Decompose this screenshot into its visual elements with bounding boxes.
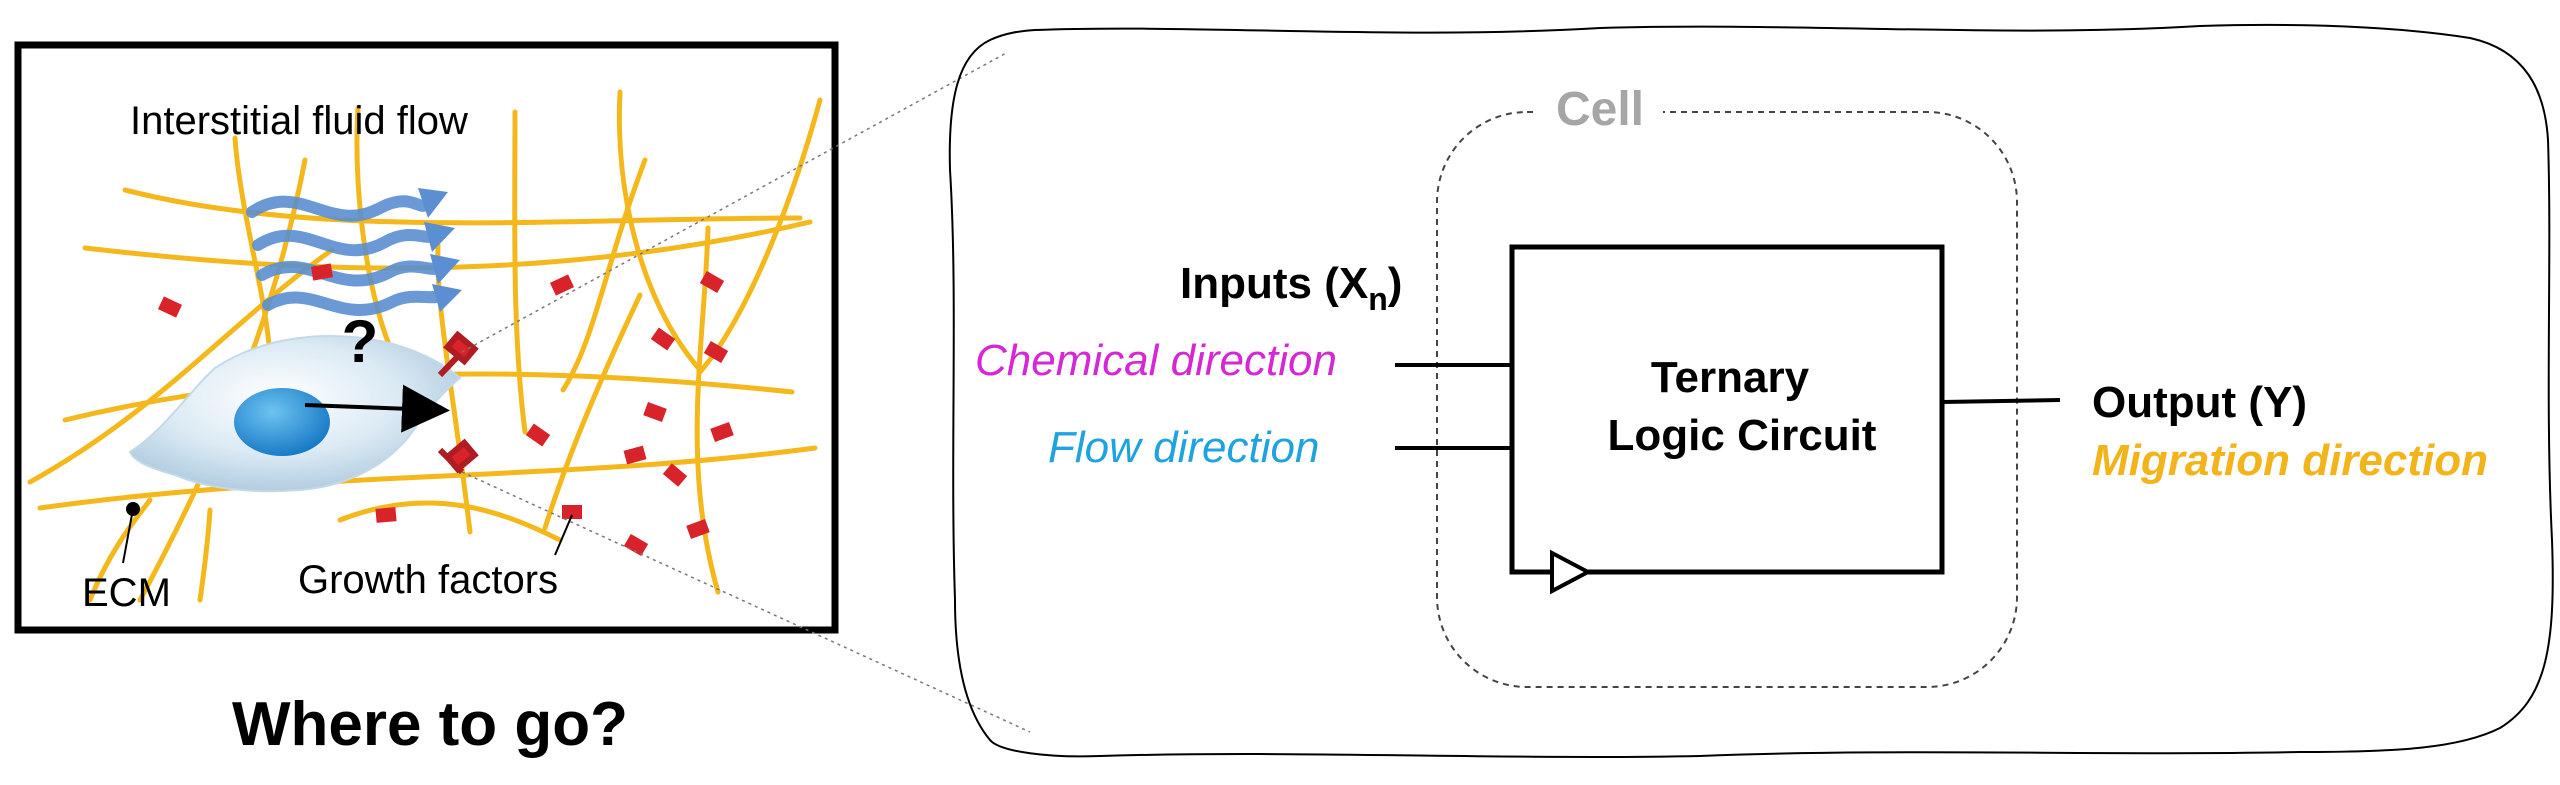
- inputs-label: Inputs (Xn): [1180, 259, 1402, 317]
- growth-factors-label: Growth factors: [298, 558, 558, 602]
- question-mark: ?: [342, 308, 379, 375]
- logic-circuit-box: [1509, 244, 1945, 575]
- ecm-pointer-line: [122, 508, 134, 564]
- fluid-flow-arrowheads: [418, 188, 462, 312]
- circuit-title-line2: Logic Circuit: [1608, 411, 1877, 460]
- flow-label: Interstitial fluid flow: [130, 99, 468, 143]
- input-chemical-direction: Chemical direction: [975, 336, 1337, 385]
- input-flow-direction: Flow direction: [1048, 423, 1319, 472]
- cell-label-mask: [1538, 80, 1663, 140]
- receptor-icon: [437, 330, 479, 475]
- output-line: [1941, 398, 2061, 404]
- migration-arrow: [304, 384, 450, 433]
- ecm-label: ECM: [82, 571, 171, 615]
- fluid-flow-arrows-icon: [246, 195, 446, 316]
- circuit-title-line1: Ternary: [1651, 353, 1810, 402]
- output-migration-direction: Migration direction: [2092, 436, 2488, 485]
- cell-membrane-outline: [948, 23, 2554, 758]
- output-label: Output (Y): [2092, 378, 2307, 427]
- cell-nucleus: [234, 388, 330, 456]
- caption-where-to-go: Where to go?: [232, 690, 628, 759]
- zoom-connector-lines: [461, 51, 1031, 733]
- cell-label: Cell: [1556, 83, 1644, 136]
- growth-pointer-line: [554, 514, 573, 556]
- inputs-subscript: n: [1368, 281, 1388, 317]
- growth-factor-particles: [157, 263, 734, 557]
